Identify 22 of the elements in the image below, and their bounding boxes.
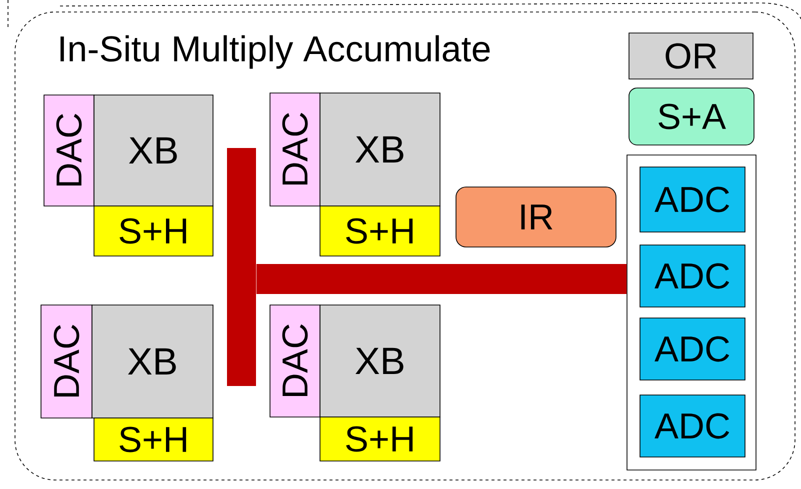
unit-box: S+A bbox=[628, 88, 754, 146]
converter-box: ADC bbox=[640, 394, 746, 458]
crossbar-box: XB bbox=[320, 92, 440, 206]
converter-box: DAC bbox=[44, 94, 94, 206]
converter-box: DAC bbox=[270, 92, 320, 206]
converter-box: ADC bbox=[640, 244, 746, 308]
converter-box: DAC bbox=[270, 304, 320, 418]
title: In-Situ Multiply Accumulate bbox=[60, 35, 490, 69]
crossbar-box: XB bbox=[94, 94, 214, 206]
crossbar-box: XB bbox=[92, 304, 214, 418]
register-box: OR bbox=[628, 32, 754, 80]
bus-line bbox=[256, 264, 627, 294]
converter-box: ADC bbox=[640, 318, 746, 380]
sample-hold-box: S+H bbox=[94, 418, 214, 462]
crossbar-box: XB bbox=[320, 304, 440, 418]
sample-hold-box: S+H bbox=[320, 416, 440, 462]
sample-hold-box: S+H bbox=[320, 206, 440, 256]
converter-box: ADC bbox=[640, 166, 746, 232]
bus-bar bbox=[227, 148, 256, 386]
sample-hold-box: S+H bbox=[94, 206, 214, 256]
converter-box: DAC bbox=[40, 304, 92, 418]
register-box: IR bbox=[456, 186, 616, 248]
